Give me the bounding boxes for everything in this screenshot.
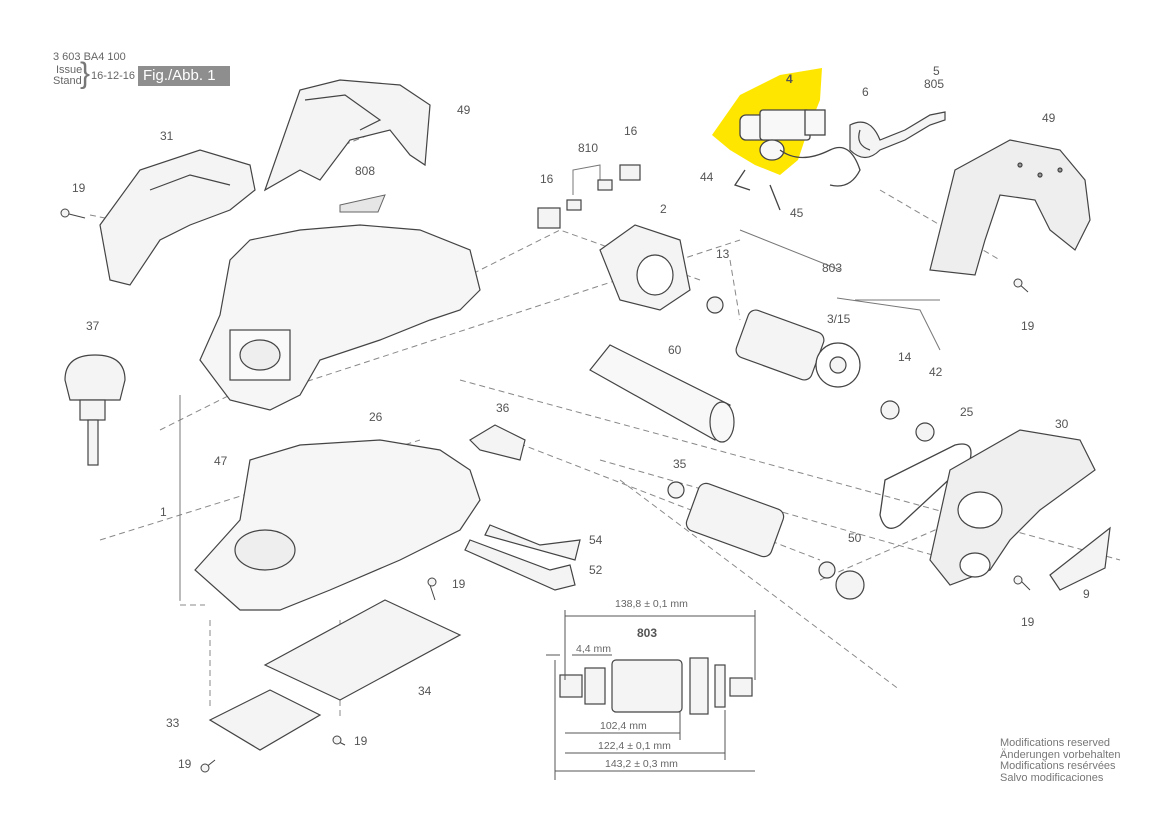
- issue-label: Issue: [56, 64, 83, 76]
- label-30: 30: [1055, 417, 1069, 431]
- label-49-left: 49: [457, 103, 471, 117]
- label-803-detail: 803: [637, 626, 657, 640]
- screw-icons: [60, 208, 1031, 773]
- modifications-es: Salvo modificaciones: [1000, 771, 1104, 784]
- label-19-f: 19: [178, 757, 192, 771]
- label-33: 33: [166, 716, 180, 730]
- dim-143-2: 143,2 ± 0,3 mm: [605, 758, 678, 770]
- leader-lines: [179, 164, 941, 600]
- rail-54-52: [464, 524, 581, 591]
- belt-cover-30: [929, 429, 1096, 586]
- label-25: 25: [960, 405, 974, 419]
- label-1: 1: [160, 505, 167, 519]
- label-805: 805: [924, 77, 944, 91]
- dimension-labels: 138,8 ± 0,1 mm 4,4 mm 102,4 mm 122,4 ± 0…: [576, 598, 688, 770]
- label-31: 31: [160, 129, 174, 143]
- label-6: 6: [862, 85, 869, 99]
- dim-4-4: 4,4 mm: [576, 643, 611, 655]
- label-49-right: 49: [1042, 111, 1056, 125]
- label-808: [339, 194, 386, 213]
- switch-part-4: [733, 109, 861, 211]
- modifications-en: Modifications reserved: [1000, 737, 1111, 749]
- label-2: 2: [660, 202, 667, 216]
- housing-lower-1: [194, 439, 481, 611]
- label-45: 45: [790, 206, 804, 220]
- brace-icon: }: [80, 57, 91, 90]
- armature-803-detail: [559, 657, 753, 715]
- plate-34: [263, 599, 462, 701]
- bracket-36: [469, 424, 526, 461]
- belt-25: [879, 443, 972, 529]
- label-3-15: 3/15: [827, 312, 851, 326]
- label-34: 34: [418, 684, 432, 698]
- armature-top: [706, 296, 935, 442]
- label-26: 26: [369, 410, 383, 424]
- label-42: 42: [929, 365, 943, 379]
- label-52: 52: [589, 563, 603, 577]
- dim-138-8: 138,8 ± 0,1 mm: [615, 598, 688, 610]
- label-9: 9: [1083, 587, 1090, 601]
- issue-date: 16-12-16: [91, 70, 136, 82]
- stand-label: Stand: [53, 75, 82, 87]
- handle-cover-49-left: [263, 79, 431, 192]
- label-4: 4: [786, 72, 793, 86]
- label-808: 808: [355, 164, 375, 178]
- label-19-d: 19: [1021, 615, 1035, 629]
- dim-102-4: 102,4 mm: [600, 720, 647, 732]
- label-803-top: 803: [822, 261, 842, 275]
- handle-cover-49-right: [929, 139, 1091, 276]
- label-19-a: 19: [72, 181, 86, 195]
- label-19-b: 19: [1021, 319, 1035, 333]
- label-5: 5: [933, 64, 940, 78]
- dim-122-4: 122,4 ± 0,1 mm: [598, 740, 671, 752]
- armature-lower: [667, 481, 865, 600]
- doc-number: 3 603 BA4 100: [53, 51, 126, 63]
- label-19-e: 19: [354, 734, 368, 748]
- label-50: 50: [848, 531, 862, 545]
- blade-9: [1049, 526, 1111, 591]
- part-labels: 4 5 805 6 44 45 49 49 31 19 808 16 810 1…: [72, 64, 1090, 771]
- cable-part-5: [849, 111, 946, 159]
- label-60: 60: [668, 343, 682, 357]
- label-37: 37: [86, 319, 100, 333]
- label-14: 14: [898, 350, 912, 364]
- modifications-note: Modifications reserved Änderungen vorbeh…: [1000, 737, 1121, 784]
- label-36: 36: [496, 401, 510, 415]
- label-13: 13: [716, 247, 730, 261]
- label-810: 810: [578, 141, 598, 155]
- dimension-lines: [546, 610, 756, 780]
- label-16-a: 16: [624, 124, 638, 138]
- knob-37: [64, 354, 126, 466]
- label-47: 47: [214, 454, 228, 468]
- label-54: 54: [589, 533, 603, 547]
- cover-31: [99, 149, 256, 286]
- plate-33: [208, 689, 322, 751]
- label-19-c: 19: [452, 577, 466, 591]
- modifications-de: Änderungen vorbehalten: [1000, 748, 1121, 761]
- figure-label: Fig./Abb. 1: [138, 66, 230, 86]
- modifications-fr: Modifications resérvées: [1000, 760, 1116, 772]
- connector-16-810: [537, 164, 641, 229]
- stator-2: [599, 224, 691, 311]
- label-16-b: 16: [540, 172, 554, 186]
- label-35: 35: [673, 457, 687, 471]
- housing-upper: [199, 224, 481, 411]
- tube-60: [589, 344, 735, 443]
- label-44: 44: [700, 170, 714, 184]
